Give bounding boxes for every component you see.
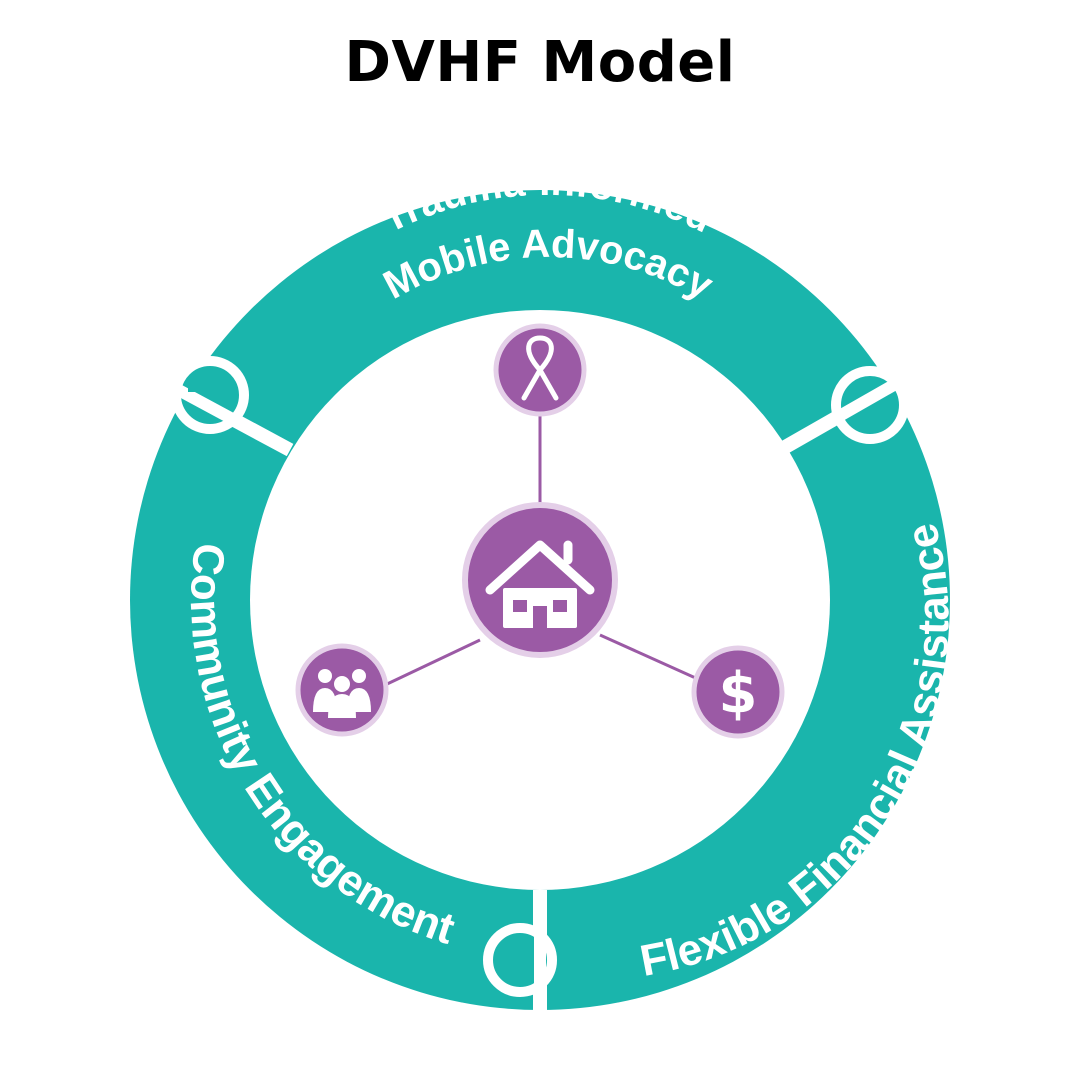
puzzle-knob-right: [777, 364, 923, 456]
connector-right: [599, 633, 701, 682]
page-title: DVHF Model: [344, 30, 736, 95]
house-node: [462, 502, 618, 658]
puzzle-knob-bottom: [483, 890, 557, 1025]
awareness-ribbon-icon: [521, 335, 559, 401]
people-group-icon: [313, 669, 371, 718]
community-node: [295, 643, 389, 737]
connector-left: [384, 638, 481, 687]
financial-node: $: [691, 645, 785, 739]
ribbon-node: [493, 323, 587, 417]
dollar-icon: $: [719, 661, 758, 726]
house-icon: [485, 540, 595, 595]
puzzle-knob-left: [157, 356, 293, 456]
